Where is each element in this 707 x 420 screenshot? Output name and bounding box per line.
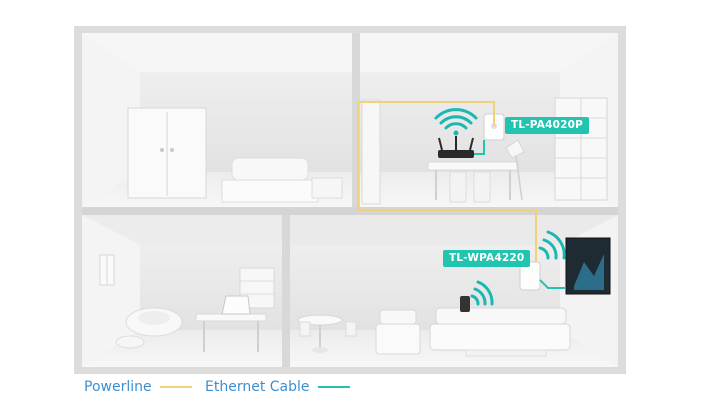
legend-powerline: Powerline	[84, 378, 192, 396]
device-label-wpa4220: TL-WPA4220	[443, 250, 531, 267]
device-label-pa4020p: TL-PA4020P	[505, 117, 589, 134]
legend-powerline-swatch	[159, 386, 192, 388]
wifi-signal-icon	[470, 280, 494, 306]
wifi-signal-icon	[538, 230, 566, 260]
legend-powerline-label: Powerline	[84, 379, 152, 395]
legend-ethernet-label: Ethernet Cable	[205, 379, 310, 395]
phone-icon	[460, 296, 470, 312]
legend-ethernet-swatch	[317, 386, 350, 388]
legend-ethernet: Ethernet Cable	[205, 378, 350, 396]
room-upper-left	[82, 33, 352, 207]
ethernet-cable-upper	[474, 140, 485, 155]
wall-divider	[282, 215, 290, 367]
powerline-cable	[357, 101, 537, 262]
ethernet-cable-lower	[539, 279, 566, 289]
wifi-signal-icon	[434, 108, 478, 130]
room-lower-left	[82, 215, 282, 367]
room-upper-right	[352, 33, 618, 207]
floor-divider	[82, 207, 618, 215]
router-icon	[438, 150, 474, 158]
room-lower-right	[290, 215, 618, 367]
laptop-icon	[221, 295, 251, 315]
